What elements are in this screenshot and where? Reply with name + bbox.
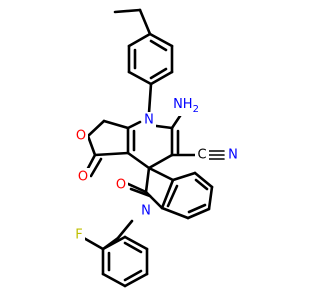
ethylphenyl-ring [127, 32, 174, 86]
amino-subscript-label: 2 [193, 104, 199, 115]
dihydropyridine-ring [126, 120, 180, 170]
fluorophenyl-ring [80, 235, 149, 288]
indole-nitrogen-label: N [141, 204, 151, 219]
structure-drawing: N NH2 C N O O O N F [73, 8, 240, 288]
aryl-n-bond [147, 82, 153, 115]
lactone-ring [84, 119, 130, 178]
oxindole-oxygen-label: O [116, 178, 126, 193]
ring-nitrogen-label: N [144, 113, 154, 128]
nitrile-nitrogen-label: N [228, 148, 238, 163]
amino-label: NH2 [173, 97, 199, 115]
amino-n-label: NH [173, 97, 193, 112]
oxindole-ring [124, 166, 175, 210]
fluorine-label: F [75, 228, 82, 243]
nitrile-carbon-label: C [197, 148, 206, 163]
atom-labels: N NH2 C N O O O N F [73, 97, 240, 243]
ethyl-group [113, 8, 152, 36]
lactone-carbonyl-oxygen-label: O [78, 170, 88, 185]
lactone-oxygen-label: O [76, 129, 86, 144]
oxindole-benzo-ring [160, 171, 214, 220]
molecule-structure-canvas: N NH2 C N O O O N F [73, 8, 240, 288]
